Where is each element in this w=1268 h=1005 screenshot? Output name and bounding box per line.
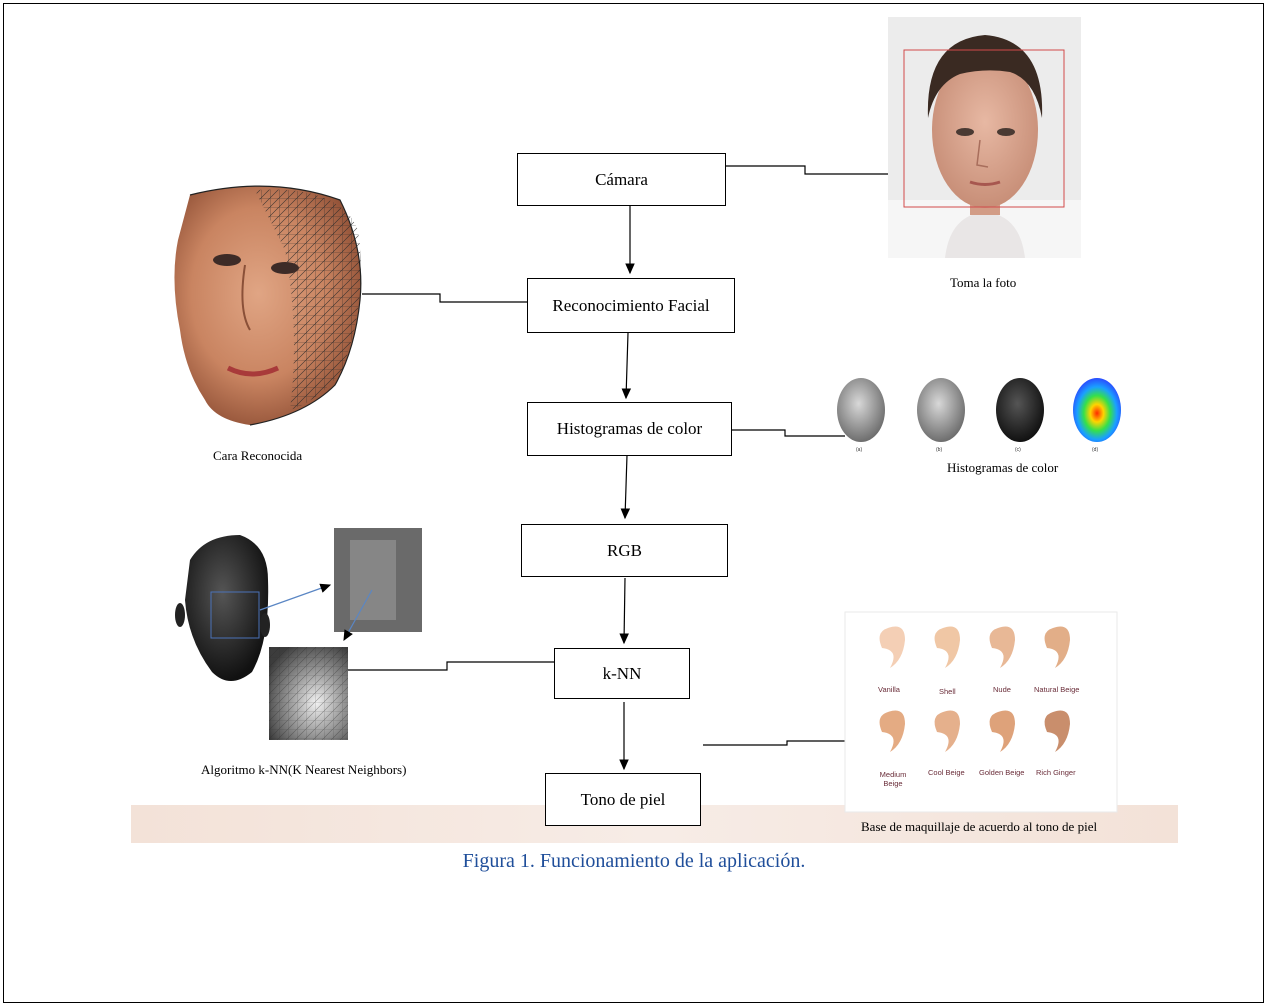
swatch-label-nude: Nude	[993, 685, 1011, 694]
caption-histogramas-color: Histogramas de color	[947, 460, 1059, 475]
swatch-panel	[844, 611, 1118, 813]
mesh-face	[174, 185, 362, 426]
caption-toma-foto: Toma la foto	[950, 275, 1017, 290]
swatch-label-shell: Shell	[939, 687, 956, 696]
swatch-label-vanilla: Vanilla	[878, 685, 900, 694]
swatch-label-cool-beige: Cool Beige	[928, 768, 965, 777]
caption-algoritmo-knn: Algoritmo k-NN(K Nearest Neighbors)	[201, 762, 407, 777]
box-reconocimiento-facial: Reconocimiento Facial	[527, 278, 735, 333]
caption-base-maquillaje: Base de maquillaje de acuerdo al tono de…	[861, 819, 1098, 834]
box-tono-de-piel: Tono de piel	[545, 773, 701, 826]
box-rgb: RGB	[521, 524, 728, 577]
page-frame	[3, 3, 1264, 1003]
box-knn: k-NN	[554, 648, 690, 699]
histogram-label-d: (d)	[1092, 447, 1099, 453]
histogram-label-b: (b)	[936, 447, 943, 453]
flow-arrows	[619, 205, 635, 771]
histogram-faces	[837, 378, 1121, 442]
box-camara: Cámara	[517, 153, 726, 206]
swatch-label-medium-beige: Medium Beige	[879, 770, 907, 788]
swatch-label-natural-beige: Natural Beige	[1034, 685, 1080, 694]
knn-images	[175, 528, 422, 740]
connector-lines	[347, 165, 888, 746]
swatch-label-rich-ginger: Rich Ginger	[1036, 768, 1076, 777]
box-histogramas: Histogramas de color	[527, 402, 732, 456]
histogram-label-a: (a)	[856, 447, 863, 453]
histogram-label-c: (c)	[1015, 447, 1021, 453]
swatch-label-golden-beige: Golden Beige	[979, 768, 1025, 777]
caption-cara-reconocida: Cara Reconocida	[213, 448, 303, 463]
man-photo	[888, 17, 1081, 258]
figure-caption: Figura 1. Funcionamiento de la aplicació…	[462, 850, 806, 872]
